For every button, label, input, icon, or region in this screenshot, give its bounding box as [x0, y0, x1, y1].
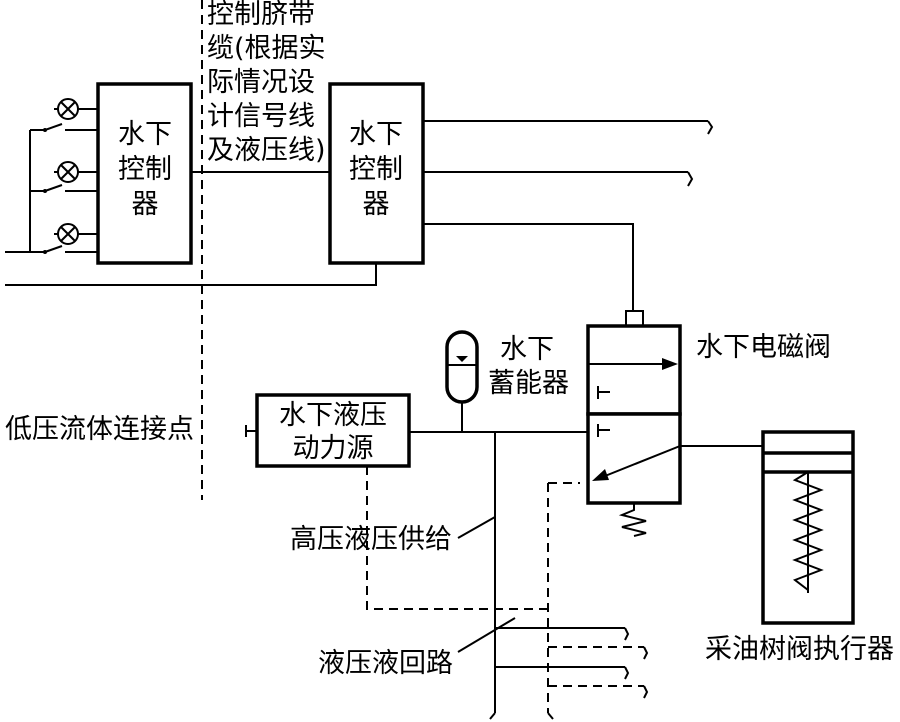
solenoid-signal-line — [423, 223, 634, 311]
hp-supply-label: 高压液压供给 — [290, 524, 452, 555]
branch-supply-line — [495, 627, 630, 641]
solenoid-valve-lower — [586, 412, 682, 505]
controller-right-label-1: 水下 — [349, 119, 403, 150]
controller-right-box — [328, 82, 425, 265]
sensor-switch-group — [5, 98, 98, 254]
blocked-port-icon — [597, 424, 610, 437]
umbilical-label-5: 及液压线) — [207, 135, 326, 166]
sensor-icon — [54, 223, 98, 245]
signal-output-line — [423, 171, 694, 187]
valve-return-arrowhead — [592, 469, 609, 481]
sensor-icon — [54, 98, 98, 120]
controller-right-label-3: 器 — [363, 189, 390, 220]
valve-return-arrow — [604, 445, 681, 477]
controller-right-label-2: 控制 — [349, 154, 403, 185]
umbilical-label-4: 计信号线 — [207, 101, 315, 132]
actuator-label: 采油树阀执行器 — [705, 634, 894, 665]
accumulator-icon — [445, 330, 479, 404]
signal-output-line — [423, 120, 714, 135]
branch-supply-line — [495, 666, 630, 680]
low-pressure-port — [245, 425, 257, 437]
switch-icon — [5, 245, 98, 254]
return-line-label: 液压液回路 — [318, 648, 453, 679]
controller-left-label-2: 控制 — [118, 154, 172, 185]
umbilical-label-3: 际情况设 — [207, 67, 315, 98]
valve-spring-icon — [618, 503, 647, 537]
switch-icon — [30, 184, 98, 193]
accumulator-label-1: 水下 — [500, 334, 554, 365]
accumulator-label-2: 蓄能器 — [488, 368, 569, 399]
solenoid-valve-label: 水下电磁阀 — [696, 332, 831, 363]
switch-icon — [30, 123, 98, 132]
solenoid-valve-upper — [586, 324, 682, 416]
controller-left-label-1: 水下 — [118, 119, 172, 150]
blocked-port-icon — [597, 386, 610, 399]
actuator-spring-icon — [792, 471, 824, 591]
hpu-label-1: 水下液压 — [279, 400, 387, 431]
controller-left-label-3: 器 — [132, 189, 159, 220]
hp-supply-leader — [457, 516, 496, 539]
sensor-icon — [54, 161, 98, 183]
valve-flow-arrowhead — [662, 358, 678, 370]
branch-return-line — [548, 685, 649, 699]
controller-left-box — [96, 82, 193, 265]
branch-return-line — [548, 646, 649, 660]
solenoid-coil — [625, 310, 644, 327]
return-line-leader — [457, 617, 516, 653]
low-pressure-point-label: 低压流体连接点 — [5, 414, 194, 445]
umbilical-label-1: 控制脐带 — [207, 0, 315, 30]
hpu-label-2: 动力源 — [293, 433, 374, 464]
return-dashed-line — [366, 466, 548, 610]
umbilical-label-2: 缆(根据实 — [207, 33, 326, 64]
controller-feed-line — [5, 263, 377, 286]
